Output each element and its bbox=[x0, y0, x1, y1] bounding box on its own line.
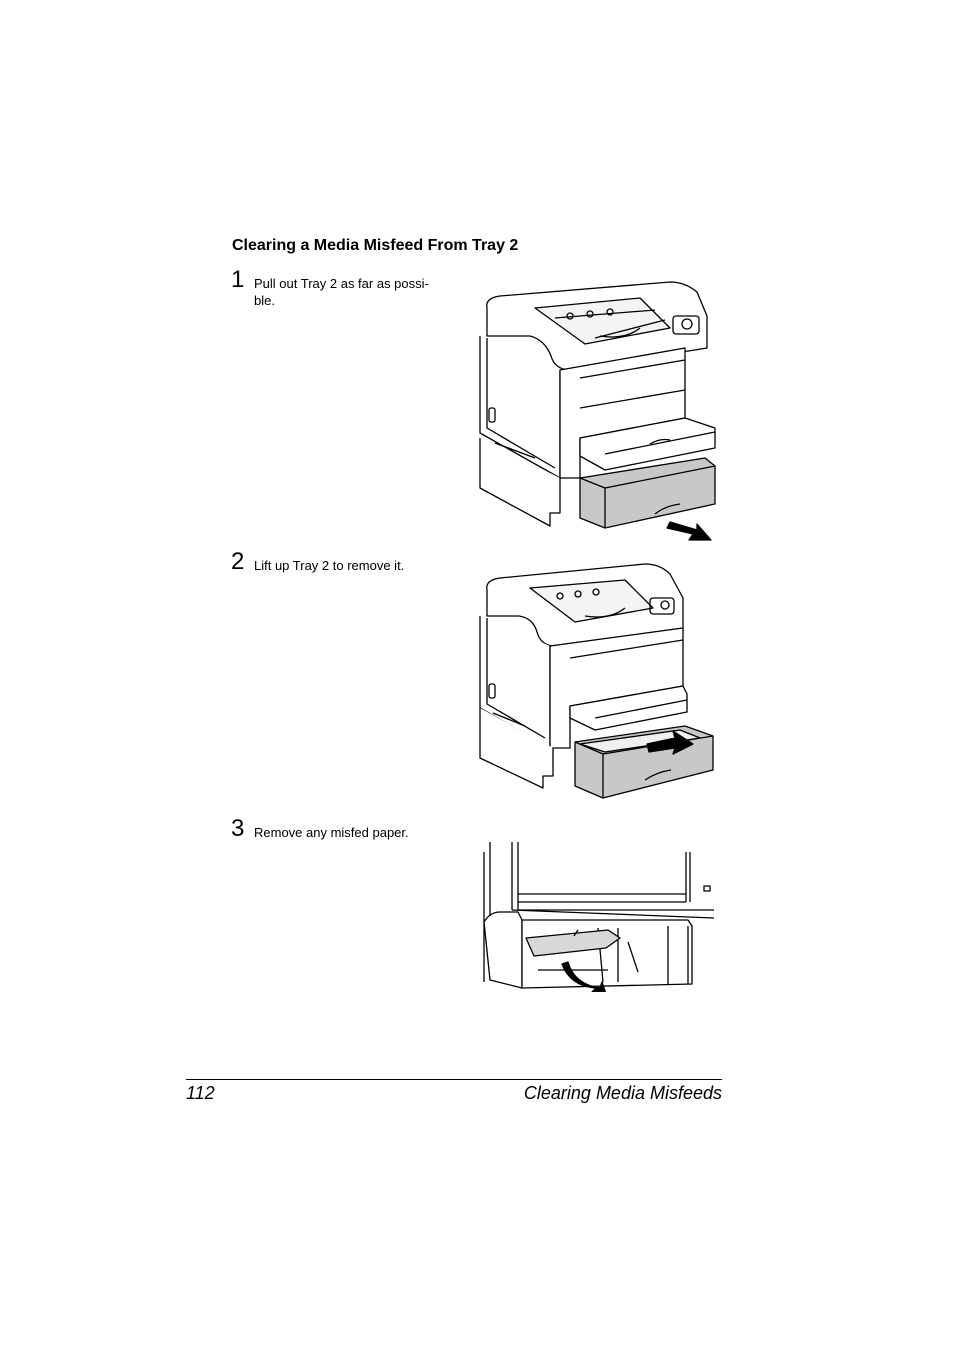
step-2-line-1: Lift up Tray 2 to remove it. bbox=[254, 558, 405, 573]
footer-divider bbox=[186, 1079, 722, 1080]
footer-section-title: Clearing Media Misfeeds bbox=[523, 1083, 722, 1103]
step-1-line-2: ble. bbox=[254, 293, 275, 308]
step-2-number: 2 bbox=[231, 548, 245, 575]
page-number: 112 bbox=[186, 1083, 215, 1103]
step-3-number: 3 bbox=[231, 815, 245, 842]
step-3-text: Remove any misfed paper. bbox=[254, 824, 454, 841]
step-1-number: 1 bbox=[231, 266, 245, 293]
printer-tray-lift-out-illustration bbox=[479, 563, 714, 799]
step-1-line-1: Pull out Tray 2 as far as possi- bbox=[254, 276, 429, 291]
step-1-text: Pull out Tray 2 as far as possi- ble. bbox=[254, 275, 454, 309]
printer-tray-pull-out-illustration bbox=[479, 281, 716, 541]
step-3-line-1: Remove any misfed paper. bbox=[254, 825, 409, 840]
misfed-paper-removal-illustration bbox=[483, 842, 714, 992]
step-2-text: Lift up Tray 2 to remove it. bbox=[254, 557, 454, 574]
section-heading: Clearing a Media Misfeed From Tray 2 bbox=[232, 237, 519, 254]
